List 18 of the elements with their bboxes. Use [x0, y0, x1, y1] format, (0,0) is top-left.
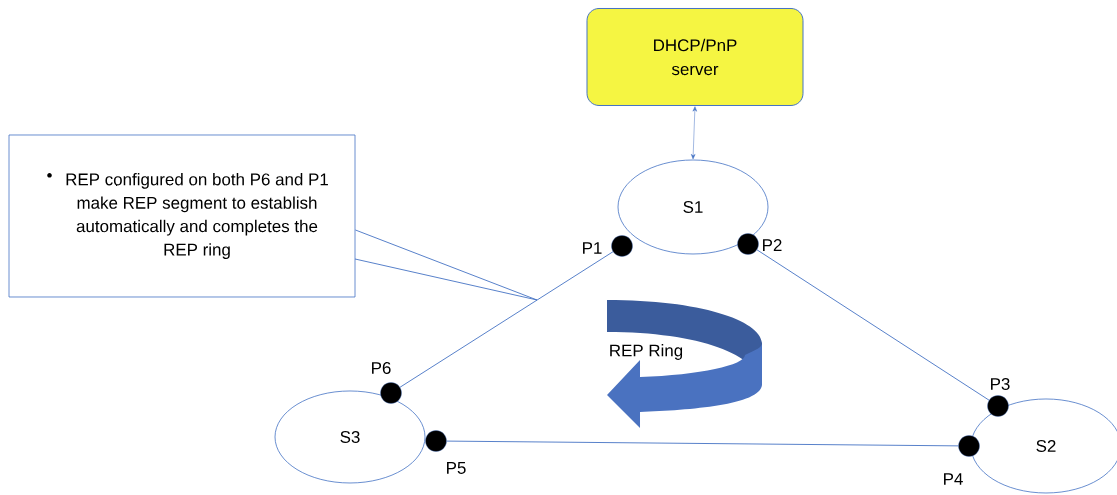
- port-label: P1: [583, 242, 602, 254]
- link-line: [756, 249, 990, 401]
- port-dot: [737, 233, 759, 255]
- port-dot: [987, 395, 1009, 417]
- port-dot: [611, 235, 633, 257]
- callout-box: • REP configured on both P6 and P1 make REP segment to establish automatically and completes the REP ring: [8, 134, 356, 298]
- server-box: DHCP/PnP server: [586, 8, 804, 106]
- link-line: [446, 440, 959, 447]
- link-line: [399, 251, 614, 388]
- port-label: P6: [372, 362, 391, 374]
- port-label: P3: [991, 378, 1010, 390]
- port-dot: [380, 382, 402, 404]
- port-label: P5: [447, 462, 466, 474]
- port-dot: [958, 435, 980, 457]
- port-dot: [425, 430, 447, 452]
- port-label: P4: [944, 473, 963, 485]
- link-line: [691, 106, 697, 160]
- ring-label: REP Ring: [610, 344, 683, 360]
